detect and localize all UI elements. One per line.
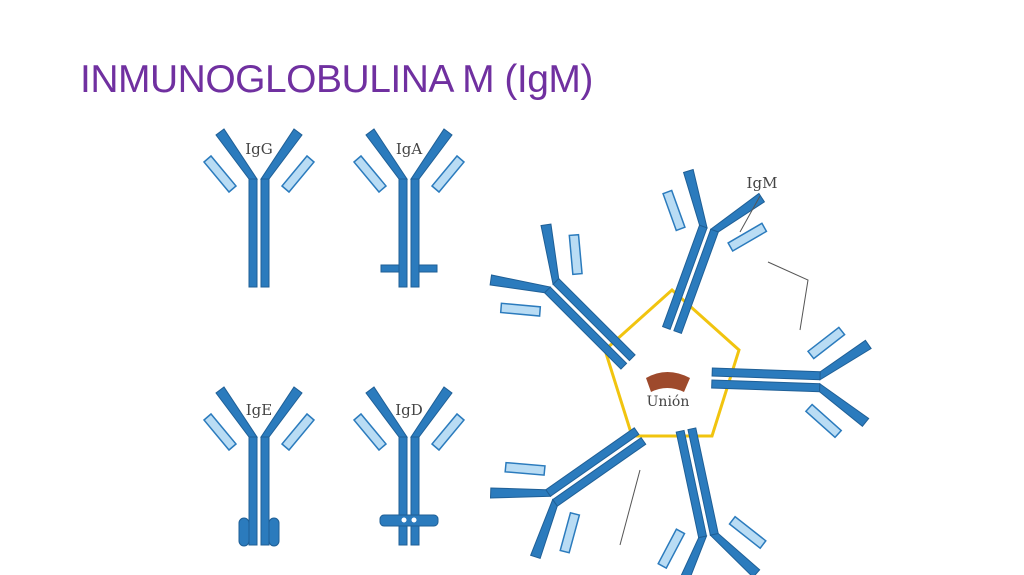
igg-label: IgG [245, 140, 273, 158]
igm-pentamer-icon [476, 161, 873, 575]
iga-label: IgA [396, 140, 423, 158]
j-chain-icon [646, 372, 690, 392]
iga-antibody-icon [353, 128, 465, 288]
igm-label: IgM [747, 174, 778, 192]
ige-antibody-icon [203, 386, 315, 547]
slide-title: INMUNOGLOBULINA M (IgM) [80, 58, 593, 101]
ige-label: IgE [246, 401, 272, 419]
igd-label: IgD [395, 401, 423, 419]
union-label: Unión [647, 394, 690, 410]
igd-antibody-icon [353, 386, 465, 546]
